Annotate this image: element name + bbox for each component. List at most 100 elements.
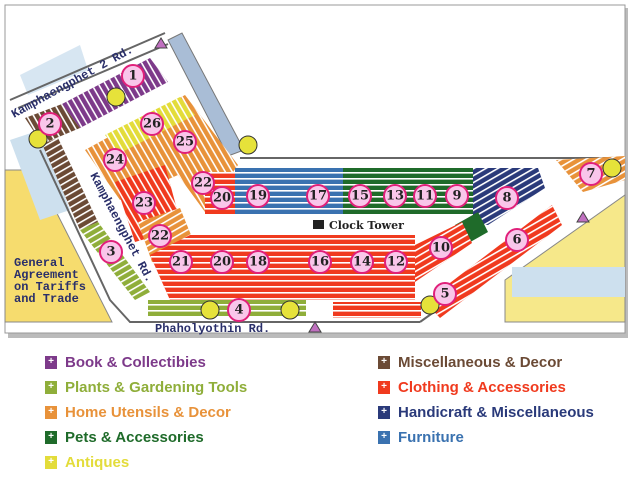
legend-item-antiques[interactable]: +Antiques xyxy=(45,450,247,475)
clothing-category-icon: + xyxy=(378,381,390,394)
gatt-label: General Agreement on Tariffs and Trade xyxy=(14,256,86,306)
section-badge xyxy=(246,250,270,274)
pets-category-icon: + xyxy=(45,431,57,444)
section-marker-26[interactable]: 26 xyxy=(140,112,164,136)
legend-item-clothing[interactable]: +Clothing & Accessories xyxy=(378,375,594,400)
section-number: 11 xyxy=(416,189,434,204)
section-badge xyxy=(140,112,164,136)
section-marker-20[interactable]: 20 xyxy=(210,186,234,210)
section-badge xyxy=(383,184,407,208)
section-badge xyxy=(103,148,127,172)
section-marker-8[interactable]: 8 xyxy=(495,186,519,210)
section-number: 15 xyxy=(351,189,369,204)
section-marker-9[interactable]: 9 xyxy=(445,184,469,208)
section-number: 3 xyxy=(106,245,115,260)
section-marker-7[interactable]: 7 xyxy=(579,162,603,186)
plants-category-icon: + xyxy=(45,381,57,394)
section-number: 8 xyxy=(502,191,511,206)
road-label-phaholyothin: Phaholyothin Rd. xyxy=(155,322,270,336)
section-marker-6[interactable]: 6 xyxy=(505,228,529,252)
section-marker-10[interactable]: 10 xyxy=(429,236,453,260)
section-badge xyxy=(191,171,215,195)
section-badge xyxy=(433,282,457,306)
section-number: 9 xyxy=(452,189,461,204)
section-marker-21[interactable]: 21 xyxy=(169,250,193,274)
section-badge xyxy=(132,191,156,215)
section-marker-20[interactable]: 20 xyxy=(210,250,234,274)
legend-item-furniture[interactable]: +Furniture xyxy=(378,425,594,450)
section-badge xyxy=(210,186,234,210)
legend-item-books[interactable]: +Book & Collectibies xyxy=(45,350,247,375)
restroom-icon xyxy=(200,300,220,320)
section-number: 25 xyxy=(176,135,194,150)
section-marker-15[interactable]: 15 xyxy=(348,184,372,208)
section-marker-18[interactable]: 18 xyxy=(246,250,270,274)
section-badge xyxy=(413,184,437,208)
section-marker-14[interactable]: 14 xyxy=(350,250,374,274)
handicraft-category-icon: + xyxy=(378,406,390,419)
section-marker-17[interactable]: 17 xyxy=(306,184,330,208)
section-marker-5[interactable]: 5 xyxy=(433,282,457,306)
bus-info-panel xyxy=(20,45,88,95)
section-badge xyxy=(210,250,234,274)
legend-item-misc[interactable]: +Miscellaneous & Decor xyxy=(378,350,594,375)
entrance-icon xyxy=(308,321,322,333)
section-badge xyxy=(169,250,193,274)
restroom-icon xyxy=(602,158,622,178)
svg-text:Agreement: Agreement xyxy=(14,268,79,282)
clock-tower-label: Clock Tower xyxy=(329,219,404,232)
section-number: 21 xyxy=(172,255,190,270)
section-number: 23 xyxy=(135,196,153,211)
section-number: 19 xyxy=(249,189,267,204)
section-number: 13 xyxy=(386,189,404,204)
svg-text:on Tariffs: on Tariffs xyxy=(14,280,86,294)
section-marker-23[interactable]: 23 xyxy=(132,191,156,215)
section-marker-1[interactable]: 1 xyxy=(121,64,145,88)
section-number: 12 xyxy=(387,255,405,270)
section-badge xyxy=(505,228,529,252)
section-badge xyxy=(429,236,453,260)
section-badge xyxy=(38,112,62,136)
section-marker-16[interactable]: 16 xyxy=(308,250,332,274)
legend-item-pets[interactable]: +Pets & Accessories xyxy=(45,425,247,450)
section-marker-4[interactable]: 4 xyxy=(227,298,251,322)
section-number: 16 xyxy=(311,255,329,270)
section-number: 26 xyxy=(143,117,161,132)
svg-text:General: General xyxy=(14,256,64,270)
section-marker-12[interactable]: 12 xyxy=(384,250,408,274)
section-number: 10 xyxy=(432,241,450,256)
section-marker-22[interactable]: 22 xyxy=(148,224,172,248)
restroom-icon xyxy=(106,87,126,107)
section-marker-22[interactable]: 22 xyxy=(191,171,215,195)
section-number: 14 xyxy=(353,255,371,270)
section-number: 4 xyxy=(234,303,243,318)
book-category-icon: + xyxy=(45,356,57,369)
entrance-icon xyxy=(576,211,590,223)
section-marker-11[interactable]: 11 xyxy=(413,184,437,208)
legend-left: +Book & Collectibies +Plants & Gardening… xyxy=(45,350,247,475)
section-marker-19[interactable]: 19 xyxy=(246,184,270,208)
restroom-markers xyxy=(28,37,622,333)
legend-item-plants[interactable]: +Plants & Gardening Tools xyxy=(45,375,247,400)
section-badge xyxy=(579,162,603,186)
section-marker-2[interactable]: 2 xyxy=(38,112,62,136)
section-badge xyxy=(308,250,332,274)
section-marker-3[interactable]: 3 xyxy=(99,240,123,264)
legend-item-home[interactable]: +Home Utensils & Decor xyxy=(45,400,247,425)
section-marker-25[interactable]: 25 xyxy=(173,130,197,154)
section-number: 1 xyxy=(128,69,137,84)
antiques-category-icon: + xyxy=(45,456,57,469)
section-number: 22 xyxy=(194,176,212,191)
section-marker-24[interactable]: 24 xyxy=(103,148,127,172)
section-number: 24 xyxy=(106,153,124,168)
section-badge xyxy=(173,130,197,154)
section-marker-13[interactable]: 13 xyxy=(383,184,407,208)
entrance-icon xyxy=(154,37,168,49)
home-category-icon: + xyxy=(45,406,57,419)
section-number: 17 xyxy=(309,189,327,204)
section-badge xyxy=(148,224,172,248)
legend-item-handicraft[interactable]: +Handicraft & Miscellaneous xyxy=(378,400,594,425)
section-number: 20 xyxy=(213,255,231,270)
furniture-category-icon: + xyxy=(378,431,390,444)
